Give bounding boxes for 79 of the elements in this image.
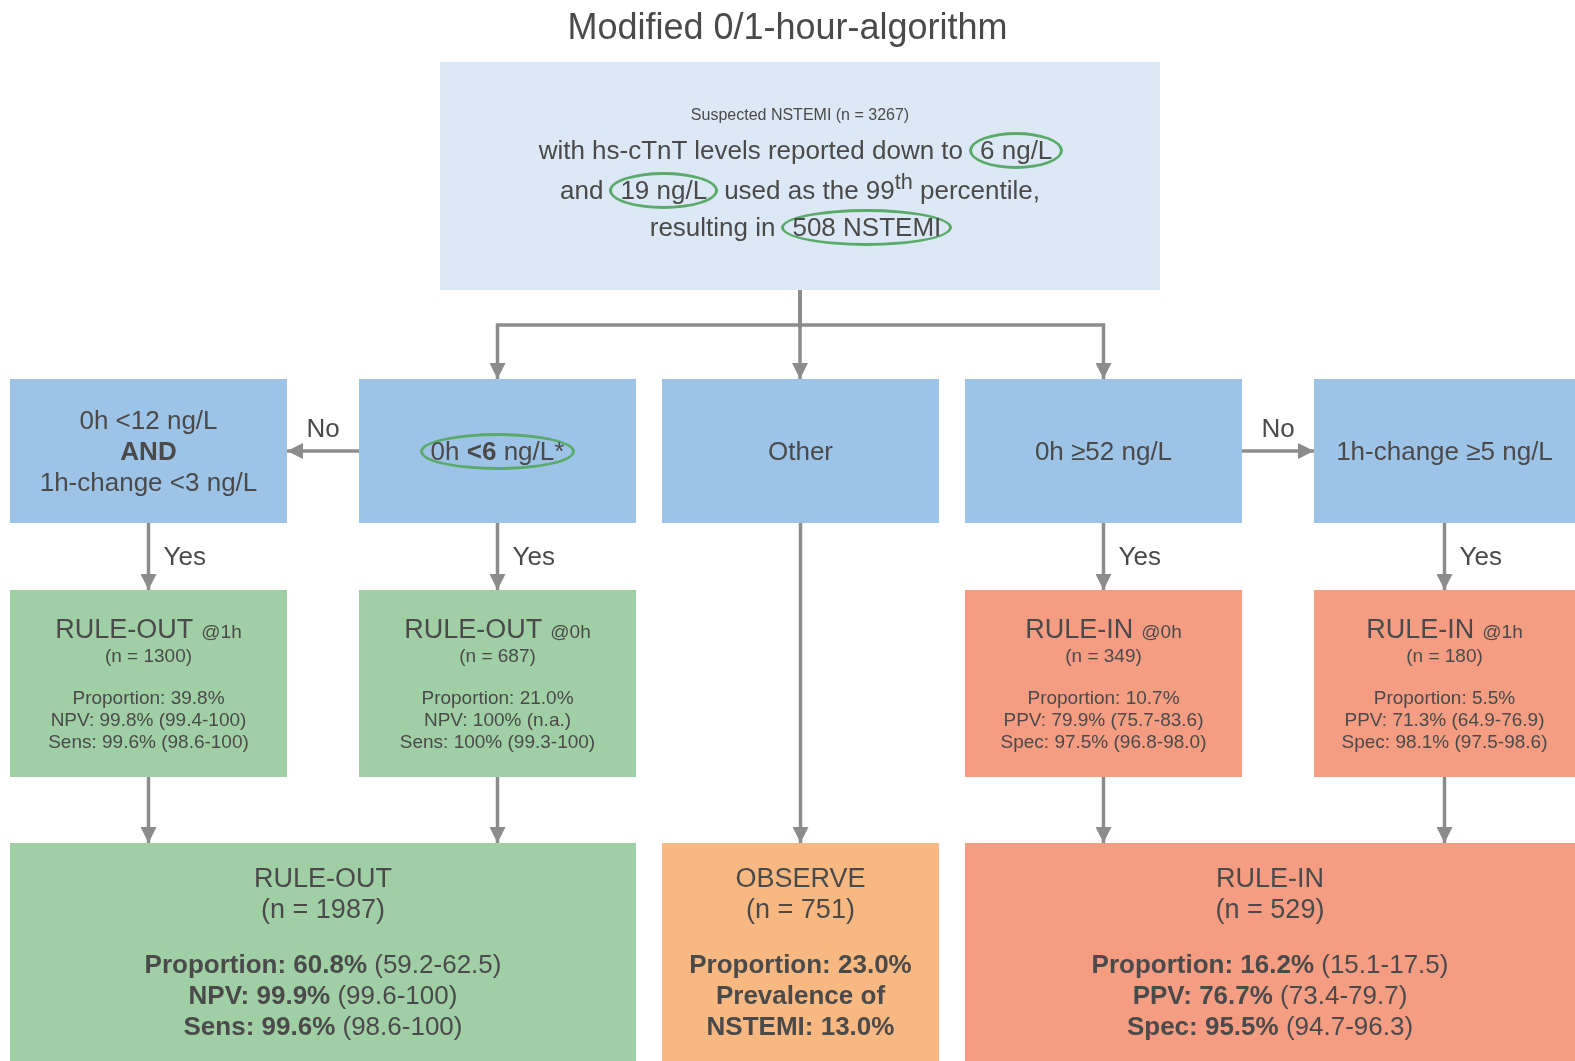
population-box xyxy=(440,62,1160,290)
highlighted-value: 508 NSTEMI xyxy=(781,208,953,246)
arrow xyxy=(489,523,506,590)
criterion-text: Other xyxy=(768,435,833,467)
rule-out-result-box xyxy=(10,843,636,1061)
arrow xyxy=(1436,777,1453,843)
arrow xyxy=(792,523,809,843)
outcome-heading: RULE-OUT xyxy=(404,614,543,645)
sample-size: (n = 349) xyxy=(1065,645,1142,667)
statistic: Proportion: 10.7% xyxy=(1027,687,1180,709)
arrow xyxy=(489,777,506,843)
arrow xyxy=(140,777,157,843)
statistic: NPV: 99.9% (99.6-100) xyxy=(188,979,458,1011)
statistic: Sens: 99.6% (98.6-100) xyxy=(183,1010,463,1042)
time-label: @1h xyxy=(1482,621,1523,643)
diagram-title: Modified 0/1-hour-algorithm xyxy=(566,6,1009,48)
sample-size: (n = 1300) xyxy=(104,645,193,667)
highlighted-value: 19 ng/L xyxy=(609,171,719,209)
body-text: with hs-cTnT levels reported down to xyxy=(538,135,964,167)
time-label: @1h xyxy=(201,621,242,643)
criterion-text: 1h-change <3 ng/L xyxy=(39,466,258,498)
arrow xyxy=(287,443,359,459)
heading: Suspected NSTEMI (n = 3267) xyxy=(690,106,910,125)
sample-size: (n = 1987) xyxy=(261,893,385,925)
rule-in-box xyxy=(965,590,1242,777)
arrow xyxy=(1095,777,1112,843)
arrow xyxy=(140,523,157,590)
operator-text: AND xyxy=(120,435,177,467)
statistic: Spec: 97.5% (96.8-98.0) xyxy=(1000,731,1207,753)
sample-size: (n = 180) xyxy=(1406,645,1483,667)
outcome-heading: RULE-OUT xyxy=(55,614,194,645)
sample-size: (n = 751) xyxy=(746,893,855,925)
outcome-heading: RULE-IN xyxy=(1025,614,1134,645)
rule-in-result-box xyxy=(965,843,1575,1061)
statistic: NPV: 99.8% (99.4-100) xyxy=(50,709,247,731)
outcome-heading: OBSERVE xyxy=(735,862,866,894)
outcome-heading: RULE-IN xyxy=(1366,614,1475,645)
observe-result-box xyxy=(662,843,939,1061)
arrow xyxy=(1436,523,1453,590)
outcome-heading: RULE-OUT xyxy=(254,862,392,894)
statistic: Proportion: 39.8% xyxy=(72,687,225,709)
criterion-text: 0h ≥52 ng/L xyxy=(1034,435,1173,467)
statistic: Spec: 95.5% (94.7-96.3) xyxy=(1126,1010,1414,1042)
criterion-text: 0h <12 ng/L xyxy=(79,404,218,436)
statistic: Proportion: 5.5% xyxy=(1373,687,1516,709)
criterion-text: 1h-change ≥5 ng/L xyxy=(1336,435,1553,467)
criterion-box xyxy=(10,379,287,523)
time-label: @0h xyxy=(550,621,591,643)
statistic: PPV: 71.3% (64.9-76.9) xyxy=(1344,709,1545,731)
statistic: PPV: 76.7% (73.4-79.7) xyxy=(1132,979,1408,1011)
statistic: Sens: 100% (99.3-100) xyxy=(399,731,596,753)
rule-out-box xyxy=(10,590,287,777)
criterion-box xyxy=(359,379,636,523)
rule-out-box xyxy=(359,590,636,777)
arrow xyxy=(798,290,1112,379)
arrow xyxy=(1095,523,1112,590)
criterion-box xyxy=(965,379,1242,523)
sample-size: (n = 529) xyxy=(1215,893,1325,925)
statistic: Spec: 98.1% (97.5-98.6) xyxy=(1341,731,1548,753)
statistic: Sens: 99.6% (98.6-100) xyxy=(48,731,249,753)
statistic: Proportion: 21.0% xyxy=(421,687,574,709)
statistic: Prevalence of NSTEMI: 13.0% xyxy=(705,979,896,1042)
criterion-text: 0h <6 ng/L* xyxy=(419,432,576,470)
statistic: Proportion: 23.0% xyxy=(689,948,912,980)
outcome-heading: RULE-IN xyxy=(1216,862,1324,894)
body-text: and xyxy=(560,174,604,206)
statistic: Proportion: 60.8% (59.2-62.5) xyxy=(144,948,502,980)
criterion-box xyxy=(662,379,939,523)
arrow xyxy=(1242,443,1314,459)
criterion-box xyxy=(1314,379,1575,523)
statistic: Proportion: 16.2% (15.1-17.5) xyxy=(1091,948,1449,980)
body-text: resulting in xyxy=(649,211,776,243)
time-label: @0h xyxy=(1141,621,1182,643)
body-text: used as the 99$^{th}$ percentile, xyxy=(724,169,1040,206)
highlighted-value: 6 ng/L xyxy=(969,132,1064,170)
sample-size: (n = 687) xyxy=(459,645,536,667)
rule-in-box xyxy=(1314,590,1575,777)
statistic: PPV: 79.9% (75.7-83.6) xyxy=(1003,709,1204,731)
statistic: NPV: 100% (n.a.) xyxy=(423,709,572,731)
